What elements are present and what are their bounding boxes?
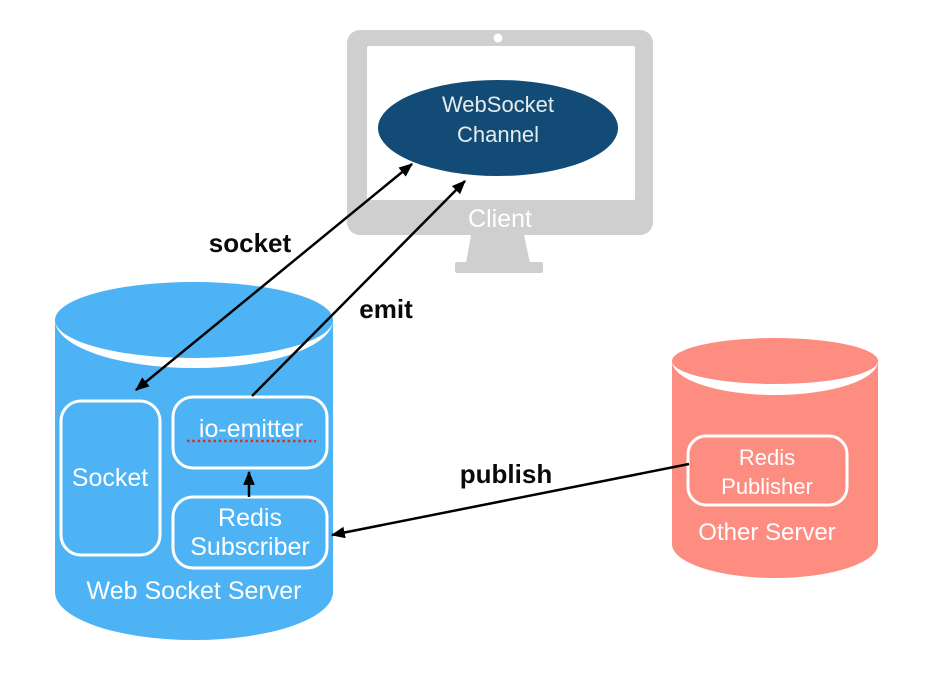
- red-cylinder-lid: [672, 338, 878, 384]
- arrows: socket emit publish: [135, 163, 690, 539]
- web-socket-server-label: Web Socket Server: [87, 577, 302, 605]
- socket-box-label: Socket: [72, 464, 148, 492]
- io-emitter-box: [171, 395, 329, 470]
- socket-arrow-label: socket: [209, 228, 292, 258]
- redis-publisher-label-line1: Redis: [739, 445, 795, 470]
- redis-subscriber-label-line2: Subscriber: [190, 533, 310, 561]
- web-socket-server-cylinder: Socket io-emitter Redis Subscriber Web S…: [55, 282, 333, 640]
- websocket-channel-ellipse: [378, 80, 618, 176]
- emit-arrow: [251, 180, 466, 397]
- redis-publisher-box: [686, 434, 849, 507]
- monitor-stand-neck: [466, 235, 530, 263]
- publish-arrow: [330, 462, 690, 539]
- websocket-channel-label-line2: Channel: [457, 122, 539, 147]
- monitor-stand-base: [455, 262, 543, 273]
- publish-arrow-label: publish: [460, 459, 552, 489]
- client-monitor: Client WebSocket Channel: [347, 30, 653, 273]
- red-cylinder-body: [672, 361, 878, 578]
- redis-publisher-label-line2: Publisher: [721, 474, 813, 499]
- camera-icon: [493, 33, 503, 43]
- socket-arrow: [135, 163, 413, 391]
- blue-cylinder-lid: [55, 282, 333, 358]
- other-server-label: Other Server: [698, 519, 835, 546]
- emit-arrow-label: emit: [359, 294, 413, 324]
- client-label: Client: [468, 205, 532, 233]
- redis-subscriber-label-line1: Redis: [218, 504, 282, 532]
- websocket-channel-label-line1: WebSocket: [442, 92, 554, 117]
- other-server-cylinder: Redis Publisher Other Server: [672, 338, 878, 578]
- io-emitter-box-label: io-emitter: [199, 415, 303, 443]
- socket-box: [59, 399, 162, 557]
